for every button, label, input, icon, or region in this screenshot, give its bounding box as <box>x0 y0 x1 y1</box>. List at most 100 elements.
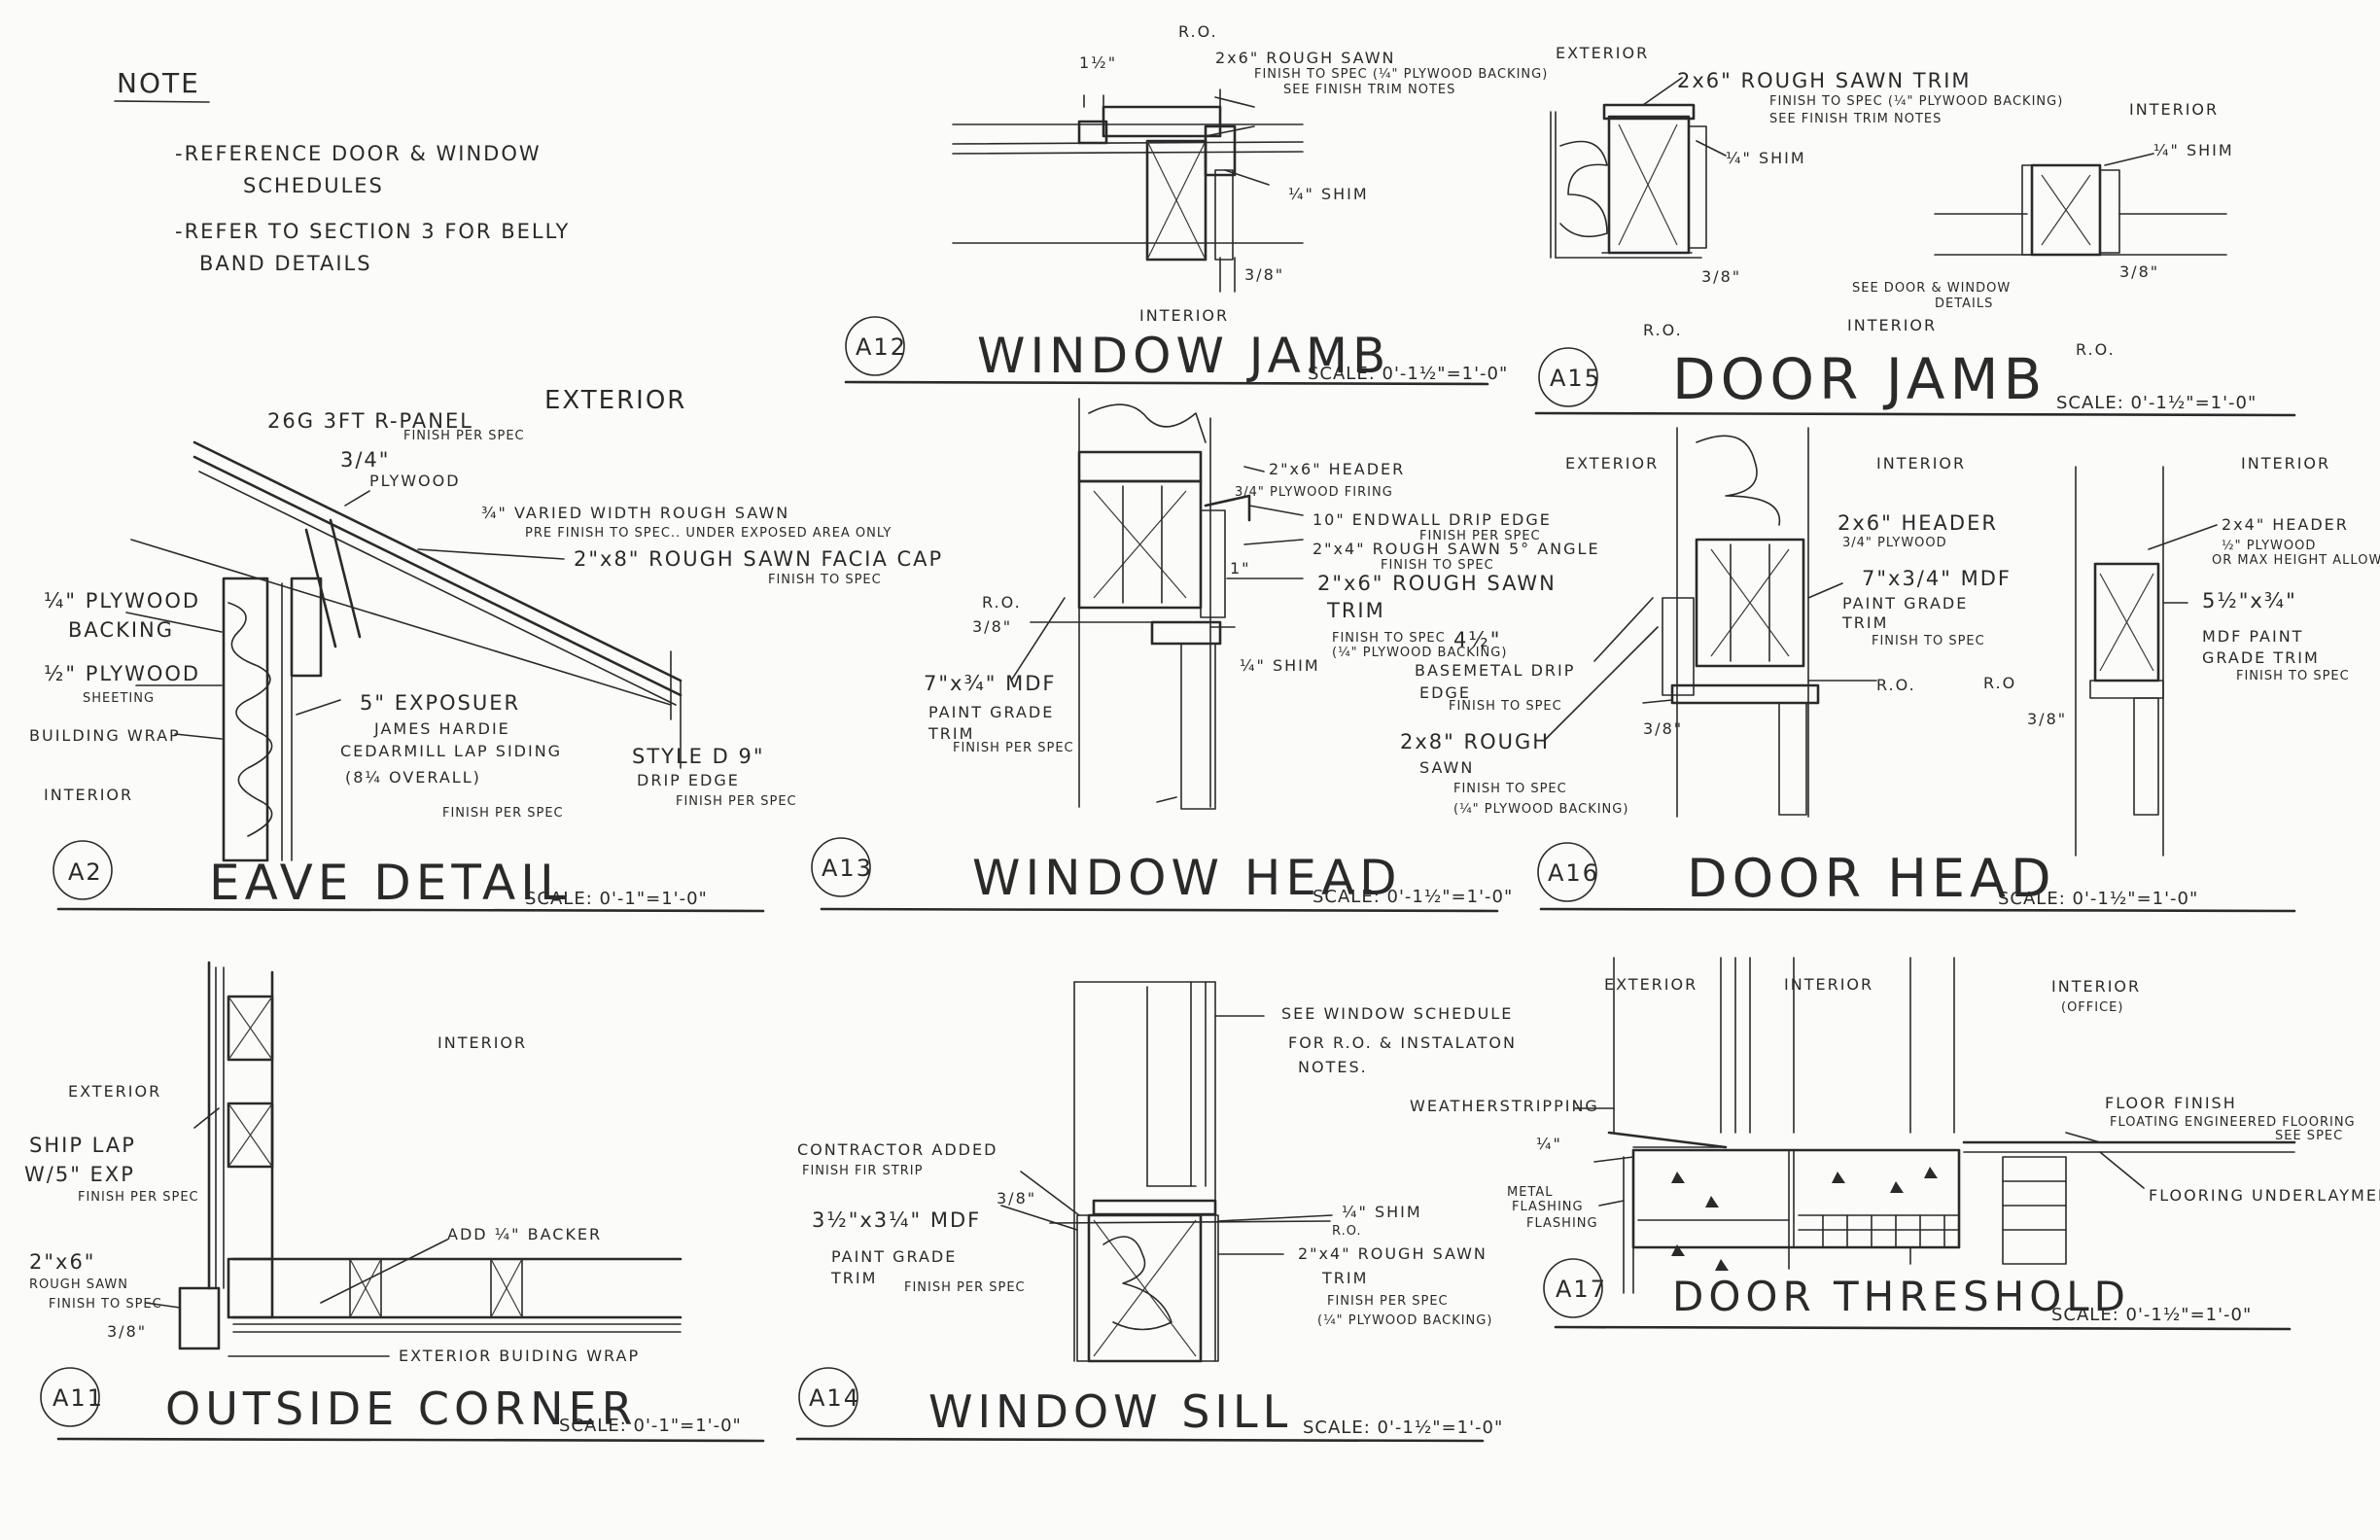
a14-see-3: NOTES. <box>1298 1058 1368 1076</box>
a16-mdf-3: TRIM <box>1841 613 1888 632</box>
a15-trim: 2x6" ROUGH SAWN TRIM <box>1677 69 1972 92</box>
a17-office: (OFFICE) <box>2061 1000 2123 1015</box>
a14-strip-2: FINISH FIR STRIP <box>802 1164 923 1178</box>
a12-title-rule <box>844 380 1489 386</box>
a17-floor-2: FLOATING ENGINEERED FLOORING <box>2110 1115 2356 1130</box>
a11-exterior: EXTERIOR <box>68 1082 161 1101</box>
a16-mdf-r-2: MDF PAINT <box>2202 627 2303 646</box>
a11-interior: INTERIOR <box>438 1033 527 1052</box>
a16-hdr-r: 2x4" HEADER <box>2222 515 2349 534</box>
detail-door-threshold: EXTERIOR INTERIOR INTERIOR (OFFICE) WEAT… <box>1410 957 2380 1331</box>
a2-drip-2: DRIP EDGE <box>637 771 740 789</box>
a13-drip-note: FINISH PER SPEC <box>1419 529 1541 543</box>
a2-panel: 26G 3FT R-PANEL <box>267 409 473 433</box>
a13-title-rule <box>820 907 1499 913</box>
a17-title: DOOR THRESHOLD <box>1672 1273 2130 1320</box>
a17-title-rule <box>1554 1325 2292 1331</box>
a17-exterior: EXTERIOR <box>1604 975 1698 994</box>
a2-panel-note: FINISH PER SPEC <box>403 429 525 443</box>
a16-header: 2x6" HEADER <box>1838 511 1998 535</box>
a16-mdf-r-note: FINISH TO SPEC <box>2236 669 2350 683</box>
a14-dim: 3/8" <box>997 1189 1036 1208</box>
a16-detail-tag <box>1537 842 1597 902</box>
a2-siding-3: (8¼ OVERALL) <box>345 768 481 787</box>
a11-wrap: EXTERIOR BUIDING WRAP <box>399 1347 640 1365</box>
a2-sheeting: ½" PLYWOOD <box>44 662 200 685</box>
a12-shim-label: ¼" SHIM <box>1288 185 1369 203</box>
a2-scale: SCALE: 0'-1"=1'-0" <box>525 889 708 909</box>
a12-gap-label: 3/8" <box>1244 265 1284 284</box>
a2-varied-note: PRE FINISH TO SPEC.. UNDER EXPOSED AREA … <box>525 526 892 541</box>
a13-mdf: 7"x¾" MDF <box>924 672 1057 695</box>
a17-floor: FLOOR FINISH <box>2105 1094 2237 1112</box>
a17-flashing-3: FLASHING <box>1526 1216 1598 1231</box>
a17-scale: SCALE: 0'-1½"=1'-0" <box>2051 1305 2252 1325</box>
a14-scale: SCALE: 0'-1½"=1'-0" <box>1303 1418 1503 1438</box>
a12-trim-note-2: SEE FINISH TRIM NOTES <box>1283 83 1455 97</box>
detail-door-head: EXTERIOR INTERIOR INTERIOR 2x6" HEADER 3… <box>1400 427 2380 913</box>
a16-interior-right: INTERIOR <box>2241 454 2330 472</box>
a16-header-2: 3/4" PLYWOOD <box>1842 536 1947 550</box>
a2-backing: ¼" PLYWOOD <box>44 589 200 612</box>
a14-shim: ¼" SHIM <box>1342 1203 1422 1221</box>
a13-angle: 2"x4" ROUGH SAWN 5° ANGLE <box>1312 540 1600 558</box>
a17-flashing: METAL <box>1507 1185 1554 1200</box>
a11-backer: ADD ¼" BACKER <box>447 1225 602 1243</box>
a2-siding-2: CEDARMILL LAP SIDING <box>340 742 562 760</box>
a16-title-rule <box>1539 907 2296 913</box>
a2-plywood: 3/4" <box>340 448 390 472</box>
a2-siding: JAMES HARDIE <box>373 719 510 738</box>
a15-gap-right: 3/8" <box>2119 262 2159 281</box>
a16-mdf-note: FINISH TO SPEC <box>1872 634 1985 648</box>
a16-drip-note: FINISH TO SPEC <box>1449 699 1562 714</box>
note-title: NOTE <box>117 67 200 99</box>
a12-dim-label: 1½" <box>1079 53 1117 72</box>
a14-mdf-note: FINISH PER SPEC <box>904 1280 1026 1295</box>
detail-door-jamb: EXTERIOR 2x6" ROUGH SAWN TRIM FINISH TO … <box>1534 44 2296 417</box>
a13-mdf-3: TRIM <box>928 724 974 743</box>
a15-ro-left: R.O. <box>1643 321 1683 339</box>
a14-sawn-2: TRIM <box>1321 1269 1368 1287</box>
note-line-3: -REFER TO SECTION 3 FOR BELLY <box>175 220 570 243</box>
a13-mdf-note: FINISH PER SPEC <box>953 741 1074 755</box>
a15-detail-tag <box>1538 347 1598 407</box>
a2-siding-note: FINISH PER SPEC <box>442 806 564 821</box>
a11-rough-2: ROUGH SAWN <box>29 1278 128 1292</box>
detail-window-jamb: 1½" R.O. 2x6" ROUGH SAWN FINISH TO SPEC … <box>844 22 1547 386</box>
a13-firing: 3/4" PLYWOOD FIRING <box>1235 485 1393 500</box>
a2-detail-tag <box>52 840 113 900</box>
a16-mdf: 7"x3/4" MDF <box>1862 567 2012 590</box>
a11-tag-text: A11 <box>52 1384 104 1412</box>
a17-flashing-2: FLASHING <box>1512 1200 1584 1214</box>
a2-interior: INTERIOR <box>44 786 133 804</box>
a16-drip: BASEMETAL DRIP <box>1415 661 1575 680</box>
a16-rough: 2x8" ROUGH <box>1400 730 1550 753</box>
a15-interior-bottom: INTERIOR <box>1847 316 1937 334</box>
a2-tag-text: A2 <box>68 858 103 886</box>
a13-angle-note: FINISH TO SPEC <box>1381 558 1494 573</box>
a14-sawn-note-2: (¼" PLYWOOD BACKING) <box>1317 1313 1492 1328</box>
a14-title-rule <box>795 1437 1485 1443</box>
a14-mdf-2: PAINT GRADE <box>831 1247 957 1266</box>
a2-backing-2: BACKING <box>68 618 174 642</box>
a14-mdf: 3½"x3¼" MDF <box>812 1208 981 1232</box>
a13-sawn-2: TRIM <box>1326 599 1385 622</box>
a12-interior-label: INTERIOR <box>1139 306 1229 325</box>
a14-title: WINDOW SILL <box>928 1385 1292 1438</box>
a11-title-rule <box>56 1437 765 1443</box>
a16-mdf-r-3: GRADE TRIM <box>2202 648 2320 667</box>
a14-sawn-note: FINISH PER SPEC <box>1327 1294 1449 1309</box>
a16-hdr-r-2: ½" PLYWOOD <box>2222 539 2316 553</box>
a14-detail-tag <box>798 1367 858 1427</box>
a15-scale: SCALE: 0'-1½"=1'-0" <box>2056 393 2257 413</box>
detail-eave: EXTERIOR 26G 3FT R-PANEL FINISH PER SPEC… <box>29 386 941 913</box>
a13-detail-tag <box>811 837 871 897</box>
a11-rough-note: FINISH TO SPEC <box>49 1297 162 1312</box>
a11-rough: 2"x6" <box>29 1250 95 1274</box>
a16-scale: SCALE: 0'-1½"=1'-0" <box>1998 889 2198 909</box>
a15-title: DOOR JAMB <box>1672 346 2047 412</box>
a13-sawn: 2"x6" ROUGH SAWN <box>1317 572 1557 595</box>
a15-title-rule <box>1534 411 2296 417</box>
a15-shim-right: ¼" SHIM <box>2153 141 2234 159</box>
